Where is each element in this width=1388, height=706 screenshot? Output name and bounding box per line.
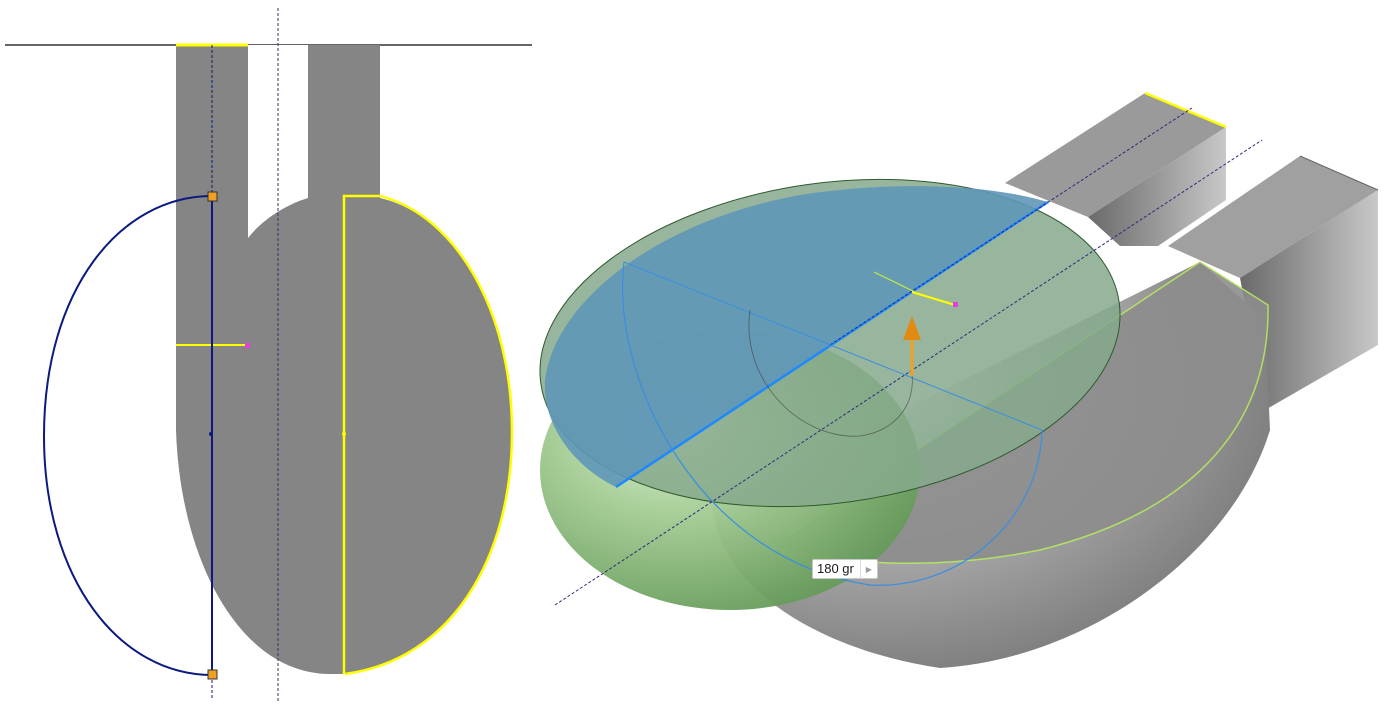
magenta-point[interactable] [245, 343, 250, 348]
extruded-leg-front[interactable] [1168, 155, 1379, 410]
arc-start-handle[interactable] [207, 191, 218, 202]
selected-mini-edge[interactable] [911, 291, 956, 306]
triangle-right-icon[interactable]: ▶ [859, 560, 877, 578]
revolve-axis-highlight[interactable] [615, 200, 1049, 489]
revolve-guide-lines [623, 261, 1043, 431]
axis-dashed-2 [829, 107, 1193, 346]
sketch-arc[interactable] [42, 195, 213, 676]
arc-end-handle[interactable] [207, 669, 218, 680]
mini-magenta-point[interactable] [953, 302, 958, 307]
sketch-profile-view[interactable] [5, 8, 532, 702]
selected-half-ellipse-edge[interactable] [342, 194, 514, 676]
revolve-inner-arc [748, 309, 913, 437]
revolve-angle-input[interactable]: 180 gr ▶ [812, 559, 878, 579]
arc-center-point[interactable] [209, 432, 213, 436]
arrow-up-icon[interactable] [903, 316, 921, 376]
selected-leg-edge[interactable] [1144, 91, 1227, 129]
construction-tick [873, 271, 916, 293]
angle-value-text[interactable]: 180 gr [817, 561, 854, 576]
preview-disk-blue-half[interactable] [544, 186, 1048, 487]
profile-center-point[interactable] [342, 432, 346, 436]
axis-dashed-1 [554, 139, 1263, 606]
3d-revolve-preview[interactable] [519, 91, 1379, 668]
extruded-leg-back[interactable] [1005, 91, 1227, 246]
